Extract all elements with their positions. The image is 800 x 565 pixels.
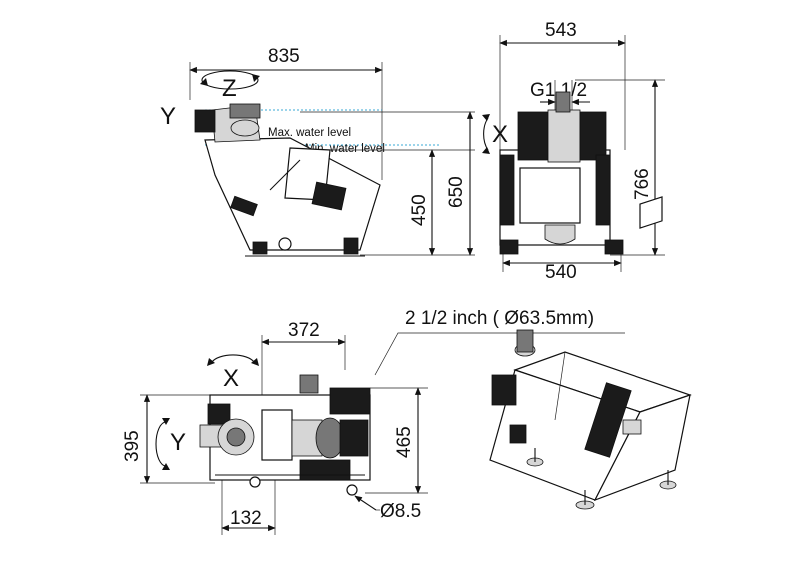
rotation-x-top-icon (207, 354, 259, 366)
dim-543-label: 543 (545, 20, 577, 41)
dim-132-label: 132 (230, 508, 262, 529)
iso-frame-side (593, 394, 691, 502)
dim-835-label: 835 (268, 46, 300, 67)
top-view: 372 395 465 132 Ø8.5 2 1/2 inch ( Ø63.5m… (122, 308, 625, 535)
dim-540-label: 540 (545, 262, 577, 283)
rotation-x-front-icon (482, 114, 490, 154)
dim-g1-label: G1 1/2 (530, 80, 587, 101)
side-view: 835 Max. water level Min. water level 45… (160, 46, 475, 257)
dim-372-label: 372 (288, 320, 320, 341)
axis-y-top-label: Y (170, 429, 186, 456)
outlet-leader (374, 332, 625, 376)
dim-450-label: 450 (409, 194, 430, 226)
front-view: 543 G1 1/2 766 540 X (482, 20, 665, 283)
dim-hole-label: Ø8.5 (380, 501, 421, 522)
dim-650-label: 650 (446, 176, 467, 208)
rotation-z-icon (200, 70, 260, 90)
axis-z-label: Z (222, 75, 237, 102)
axis-y-side-label: Y (160, 103, 176, 130)
max-water-label: Max. water level (268, 127, 351, 139)
dim-line-hole (354, 495, 377, 511)
axis-x-top-label: X (223, 365, 239, 392)
outlet-note-label: 2 1/2 inch ( Ø63.5mm) (405, 308, 594, 329)
dim-465-label: 465 (394, 426, 415, 458)
dim-395-label: 395 (122, 430, 143, 462)
isometric-view (489, 196, 692, 510)
dim-766-label: 766 (632, 168, 653, 200)
rotation-y-top-icon (155, 418, 170, 470)
axis-x-front-label: X (492, 121, 508, 148)
